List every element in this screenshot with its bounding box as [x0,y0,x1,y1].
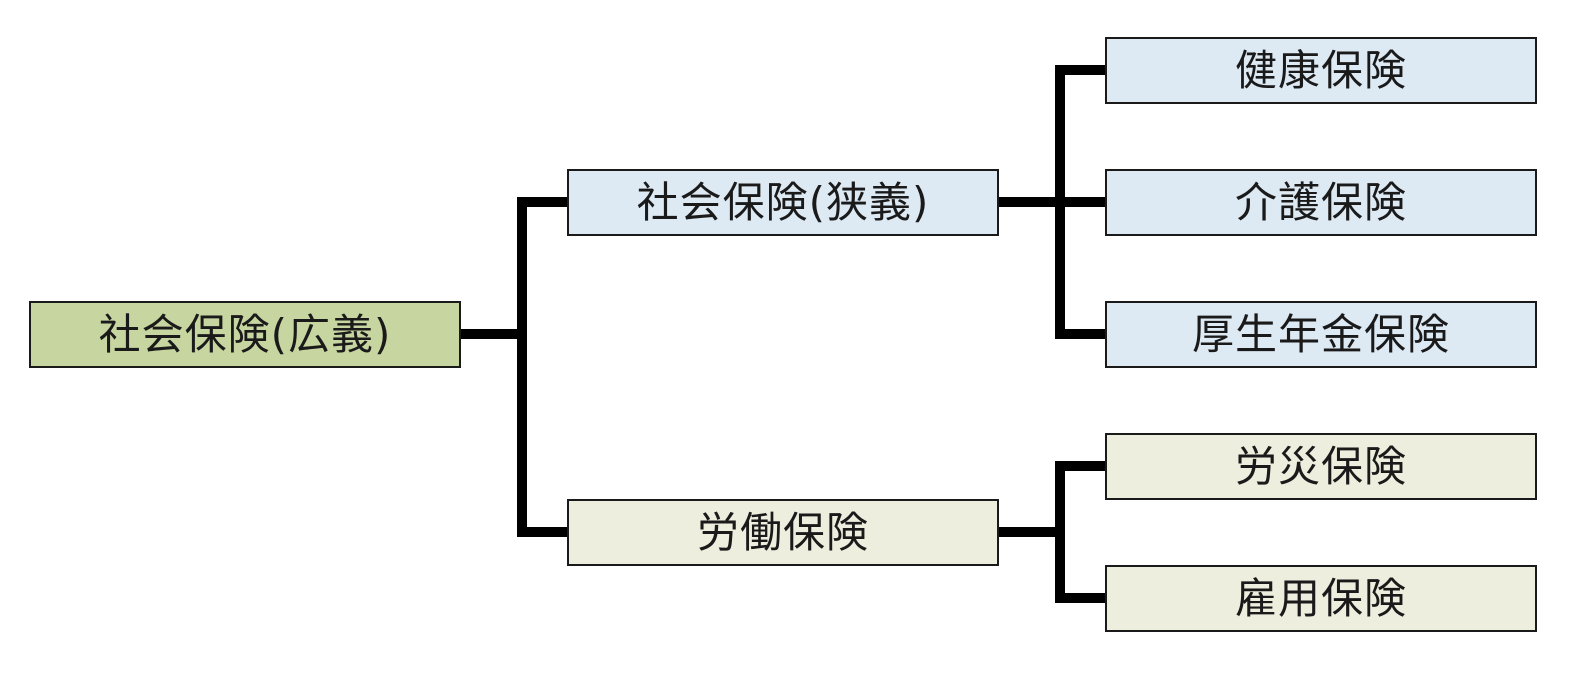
node-label: 労働保険 [696,507,869,557]
node-workers-accident-insurance: 労災保険 [1105,433,1537,500]
node-employment-insurance: 雇用保険 [1105,565,1537,632]
node-nursing-care-insurance: 介護保険 [1105,169,1537,236]
node-label: 雇用保険 [1234,573,1407,623]
node-label: 介護保険 [1234,177,1407,227]
node-health-insurance: 健康保険 [1105,37,1537,104]
node-label: 健康保険 [1234,45,1407,95]
node-label: 社会保険(広義) [98,309,392,359]
node-social-insurance-narrow: 社会保険(狭義) [567,169,999,236]
connector-root-to-branches [456,197,572,537]
connector-labor-to-children [994,461,1110,603]
node-label: 厚生年金保険 [1191,309,1450,359]
node-label: 労災保険 [1234,441,1407,491]
node-social-insurance-broad: 社会保険(広義) [29,301,461,368]
node-labor-insurance: 労働保険 [567,499,999,566]
connector-social-to-children [994,65,1110,339]
node-label: 社会保険(狭義) [636,177,930,227]
node-employees-pension-insurance: 厚生年金保険 [1105,301,1537,368]
